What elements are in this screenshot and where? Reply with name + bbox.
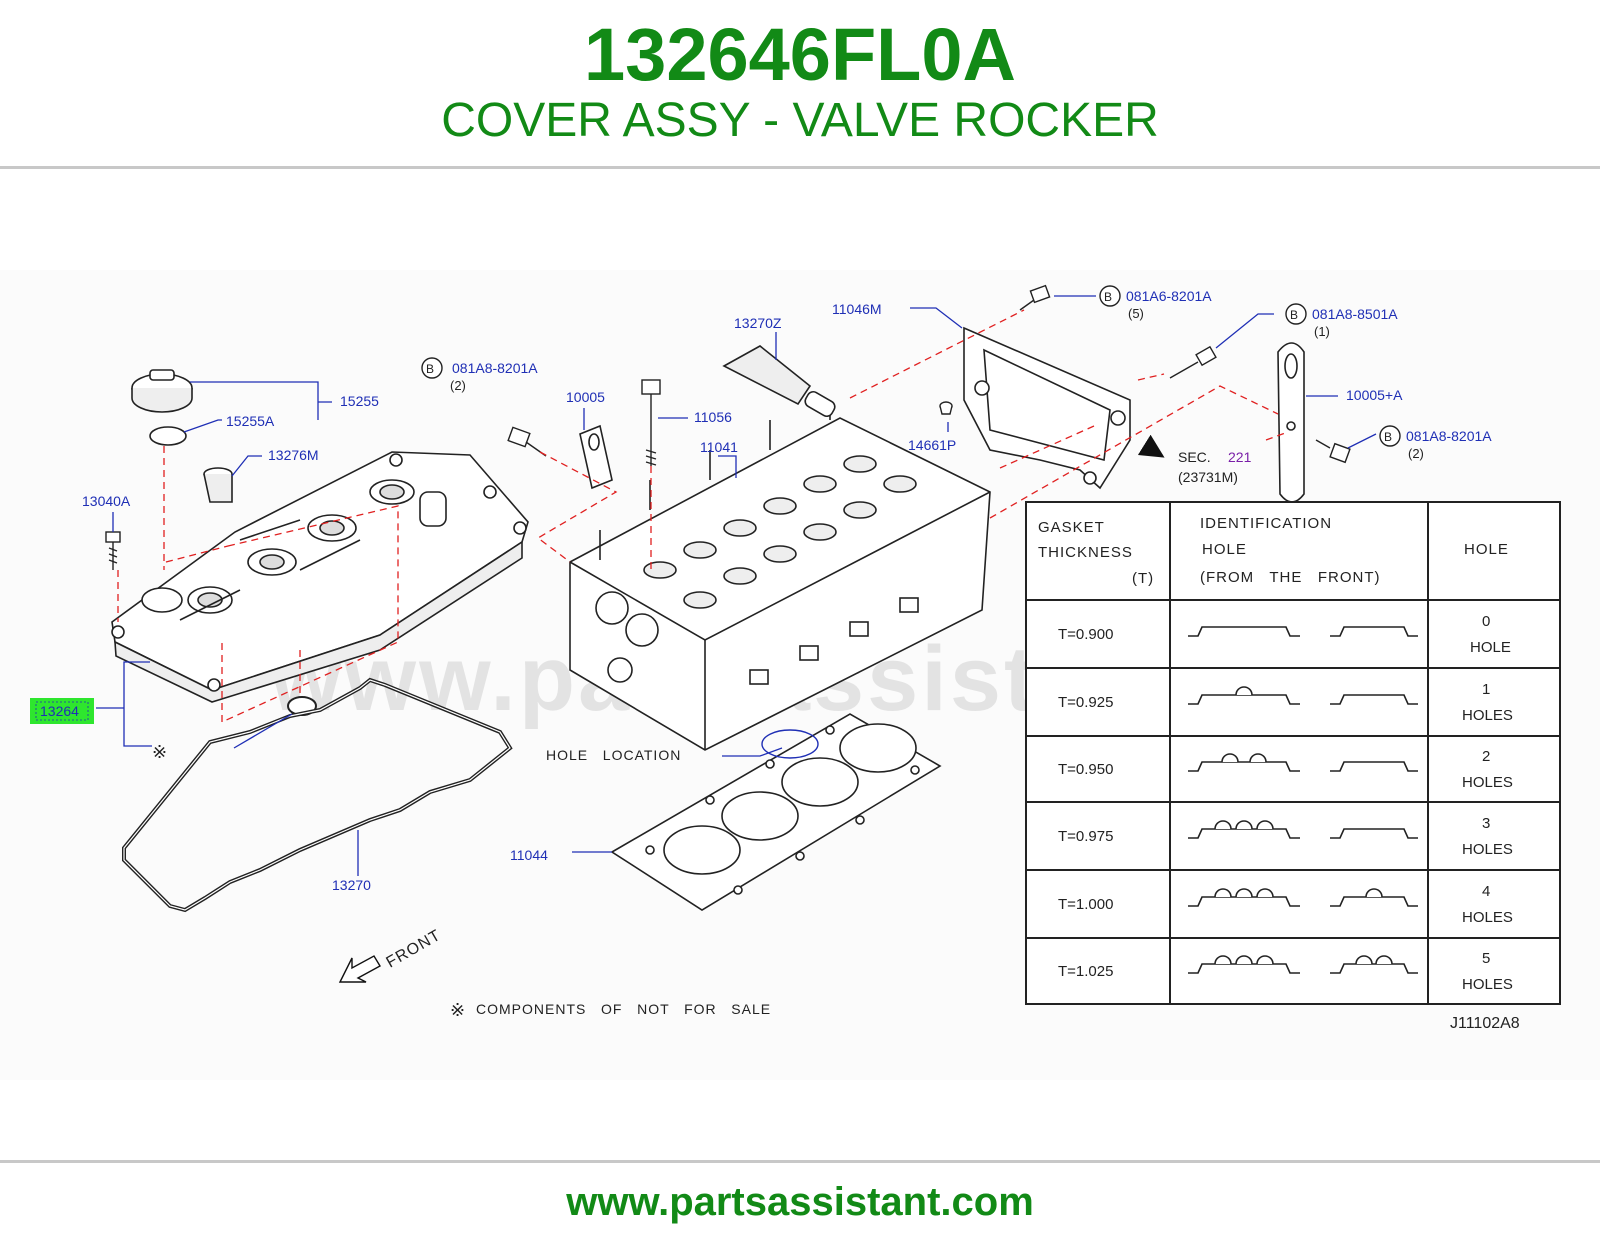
bolt-callout-1-qty: (5) [1128,306,1144,321]
label-15255a-text[interactable]: 15255A [226,413,275,429]
table-thickness-4: T=1.000 [1058,896,1113,913]
diagram-code: J11102A8 [1450,1015,1520,1032]
table-header-gasket-3: (T) [1132,570,1154,587]
label-13276m[interactable]: 13276M [268,447,319,463]
bolt-callout-4-code: 081A8-8201A [1406,428,1492,444]
bolt-callout-1-id: B [1104,290,1112,304]
sec-label: SEC. [1178,449,1211,465]
not-for-sale-mark: ※ [152,742,167,762]
label-13270[interactable]: 13270 [332,877,371,893]
table-header-gasket-2: THICKNESS [1038,544,1133,561]
table-thickness-0: T=0.900 [1058,626,1113,643]
parts-diagram: www.partsassistant.com [0,270,1600,1080]
table-thickness-1: T=0.925 [1058,694,1113,711]
bolt-callout-4[interactable]: B 081A8-8201A (2) [1379,425,1492,461]
head-bolt-11056[interactable] [641,379,661,466]
table-hole-count-1: 1 [1482,681,1490,698]
part-name-subtitle: COVER ASSY - VALVE ROCKER [441,94,1159,147]
sec-arrow-icon [1137,434,1165,458]
bolt-081a8-8501a[interactable] [1169,345,1217,379]
bolt-callout-3[interactable]: B 081A8-8201A (2) [421,357,538,393]
label-15255[interactable]: 15255 [340,393,379,409]
table-header-hole: HOLE [1464,541,1509,558]
not-for-sale-note: COMPONENTS OF NOT FOR SALE [476,1001,771,1017]
page-header: 132646FL0A COVER ASSY - VALVE ROCKER [0,0,1600,168]
label-13270z[interactable]: 13270Z [734,315,782,331]
table-thickness-5: T=1.025 [1058,963,1113,980]
oil-filler-cap-15255[interactable] [131,369,193,413]
bolt-13040a[interactable] [105,531,121,570]
label-11041[interactable]: 11041 [700,439,738,455]
table-hole-unit-3: HOLES [1462,841,1513,858]
label-14661p[interactable]: 14661P [908,437,956,453]
label-10005[interactable]: 10005 [566,389,605,405]
table-hole-count-0: 0 [1482,613,1490,630]
header-divider [0,166,1600,169]
label-13264[interactable]: 13264 [40,703,79,719]
table-header-ident-1: IDENTIFICATION [1200,515,1332,532]
table-rows: T=0.9000HOLET=0.9251HOLEST=0.9502HOLEST=… [1058,613,1513,993]
label-13040a[interactable]: 13040A [82,493,131,509]
bolt-callout-3-code: 081A8-8201A [452,360,538,376]
table-hole-unit-4: HOLES [1462,909,1513,926]
table-hole-count-3: 3 [1482,815,1490,832]
plug-13270z[interactable] [722,345,837,418]
exploded-view-svg: www.partsassistant.com [30,284,1561,1032]
alignment-lines [117,309,1289,724]
bolt-callout-4-qty: (2) [1408,446,1424,461]
table-thickness-2: T=0.950 [1058,761,1113,778]
bolt-callout-1[interactable]: B 081A6-8201A (5) [1099,285,1212,321]
table-hole-unit-0: HOLE [1470,639,1511,656]
front-label: FRONT [384,927,445,972]
bolt-callout-2[interactable]: B 081A8-8501A (1) [1285,303,1398,339]
label-10005a[interactable]: 10005+A [1346,387,1403,403]
grommet-13276m[interactable] [203,467,233,503]
o-ring-15255a[interactable] [149,426,187,446]
highlight-13264-focus [35,701,89,721]
cylinder-head-11041[interactable] [569,400,991,751]
bolt-callout-2-code: 081A8-8501A [1312,306,1398,322]
bracket-11046m[interactable] [963,326,1131,490]
gasket-thickness-table: GASKET THICKNESS (T) IDENTIFICATION HOLE… [1025,501,1561,1005]
table-hole-count-2: 2 [1482,748,1490,765]
note-mark: ※ [450,1000,465,1020]
footer-url[interactable]: www.partsassistant.com [566,1180,1034,1224]
plate-10005a[interactable] [1277,342,1305,503]
bolt-callout-2-id: B [1290,308,1298,322]
hole-location-label: HOLE LOCATION [546,747,681,763]
label-11046m[interactable]: 11046M [832,301,882,317]
head-gasket-11044[interactable] [610,713,942,911]
bolt-callout-1-code: 081A6-8201A [1126,288,1212,304]
plate-10005[interactable] [579,424,613,490]
sec-number-link[interactable]: 221 [1228,449,1252,465]
table-header-ident-2: HOLE [1202,541,1247,558]
table-hole-count-4: 4 [1482,883,1490,900]
bolt-081a6-8201a[interactable] [1019,284,1051,311]
bolt-callout-2-qty: (1) [1314,324,1330,339]
footer-divider [0,1160,1600,1163]
bolt-callout-3-id: B [426,362,434,376]
bolt-callout-3-qty: (2) [450,378,466,393]
leader-lines [96,295,1377,876]
table-hole-unit-5: HOLES [1462,976,1513,993]
table-thickness-3: T=0.975 [1058,828,1113,845]
table-hole-unit-1: HOLES [1462,707,1513,724]
table-header-gasket-1: GASKET [1038,519,1105,536]
valve-cover-illustration[interactable] [111,451,529,703]
sec-sub: (23731M) [1178,469,1238,485]
label-11044[interactable]: 11044 [510,847,548,863]
part-number-title: 132646FL0A [584,13,1016,96]
table-hole-count-5: 5 [1482,950,1490,967]
label-11056[interactable]: 11056 [694,409,732,425]
table-header-ident-3: (FROM THE FRONT) [1200,569,1381,586]
plug-14661p[interactable] [939,401,953,415]
bolt-callout-4-id: B [1384,430,1392,444]
bolt-081a8-8201a-right[interactable] [1315,439,1351,464]
table-hole-unit-2: HOLES [1462,774,1513,791]
front-arrow-icon [338,955,381,983]
